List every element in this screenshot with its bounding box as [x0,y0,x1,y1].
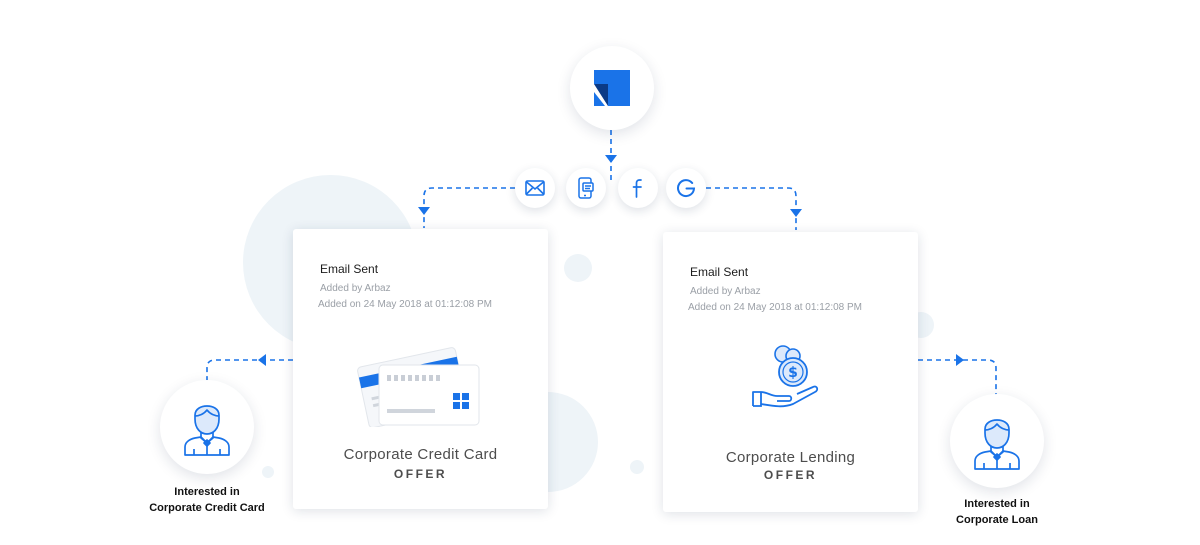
offer-tag: OFFER [393,467,448,481]
arrow-right-branch [790,209,802,217]
connector-channels-right [706,187,797,230]
person-label-line1: Interested in [964,498,1030,510]
background-blob-dot-4 [262,466,274,478]
credit-cards-icon [357,347,480,427]
google-icon [677,179,696,198]
card-added-on: Added on 24 May 2018 at 01:12:08 PM [688,302,863,313]
card-title: Email Sent [320,262,379,276]
person-icon [184,405,230,456]
offer-card-lending[interactable]: Email Sent Added by Arbaz Added on 24 Ma… [663,232,918,512]
background-blob-dot-1 [564,254,592,282]
card-title: Email Sent [690,265,749,279]
arrow-left-branch [418,207,430,215]
person-label-line2: Corporate Credit Card [149,502,265,514]
person-node-loan[interactable] [950,394,1044,488]
card-added-by: Added by Arbaz [690,286,761,297]
channel-facebook[interactable] [618,168,658,208]
arrow-to-left-person [258,354,266,366]
arrow-to-right-person [956,354,964,366]
offer-name: Corporate Credit Card [343,446,498,463]
connector-channels-left [423,187,515,228]
person-label-loan: Interested in Corporate Loan [935,496,1059,528]
channel-sms[interactable] [566,168,606,208]
person-icon [974,419,1020,470]
svg-text:$: $ [788,365,798,381]
offer-card-credit-card[interactable]: Email Sent Added by Arbaz Added on 24 Ma… [293,229,548,509]
envelope-icon [525,180,545,196]
person-label-credit-card: Interested in Corporate Credit Card [140,484,274,516]
logo-square-icon [594,70,630,106]
person-node-credit-card[interactable] [160,380,254,474]
card-added-on: Added on 24 May 2018 at 01:12:08 PM [318,299,493,310]
offer-tag: OFFER [763,468,818,482]
hub-logo-node [570,46,654,130]
hand-coins-icon: $ [752,345,819,408]
channel-google[interactable] [666,168,706,208]
connector-card-to-right-person [918,359,997,395]
background-blob-dot-3 [630,460,644,474]
card-added-by: Added by Arbaz [320,283,391,294]
arrow-hub-down [605,155,617,163]
person-label-line2: Corporate Loan [956,514,1038,526]
facebook-icon [632,179,642,198]
mobile-message-icon [578,177,594,199]
offer-name: Corporate Lending [725,449,856,466]
person-label-line1: Interested in [174,486,240,498]
channel-email[interactable] [515,168,555,208]
connector-card-to-left-person [206,359,293,382]
